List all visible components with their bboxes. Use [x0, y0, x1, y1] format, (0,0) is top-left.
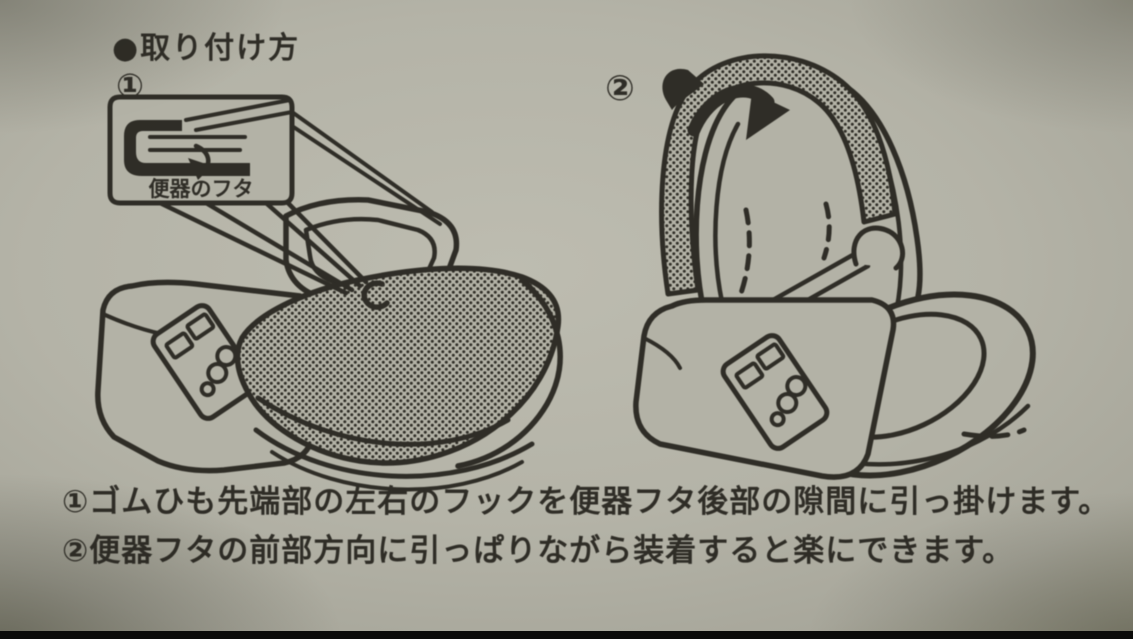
- callout-label: 便器のフタ: [149, 177, 254, 201]
- cover-hook: [361, 280, 390, 310]
- step2-marker: ②: [605, 69, 635, 109]
- instruction-line-1: ①ゴムひも先端部の左右のフックを便器フタ後部の隙間に引っ掛けます。: [62, 484, 1110, 520]
- step1-diagram: 便器のフタ ①: [95, 66, 563, 492]
- bidet-control-box-2: [633, 297, 897, 480]
- elastic-cords: [290, 110, 442, 226]
- photo-bottom-edge: [0, 631, 1133, 639]
- step2-diagram: ②: [605, 53, 1036, 480]
- page-title: ●取り付け方: [112, 31, 300, 66]
- instruction-line-2: ②便器フタの前部方向に引っぱりながら装着すると楽にできます。: [62, 533, 1014, 569]
- control-panel-2: [720, 333, 830, 451]
- hook-cross-section-icon: [124, 98, 294, 180]
- hook-detail-callout: 便器のフタ: [107, 94, 369, 296]
- lid-cover-draped: [234, 265, 563, 492]
- control-panel: [150, 303, 260, 421]
- step1-marker: ①: [116, 66, 144, 105]
- pull-direction-arrow-icon: [687, 84, 790, 140]
